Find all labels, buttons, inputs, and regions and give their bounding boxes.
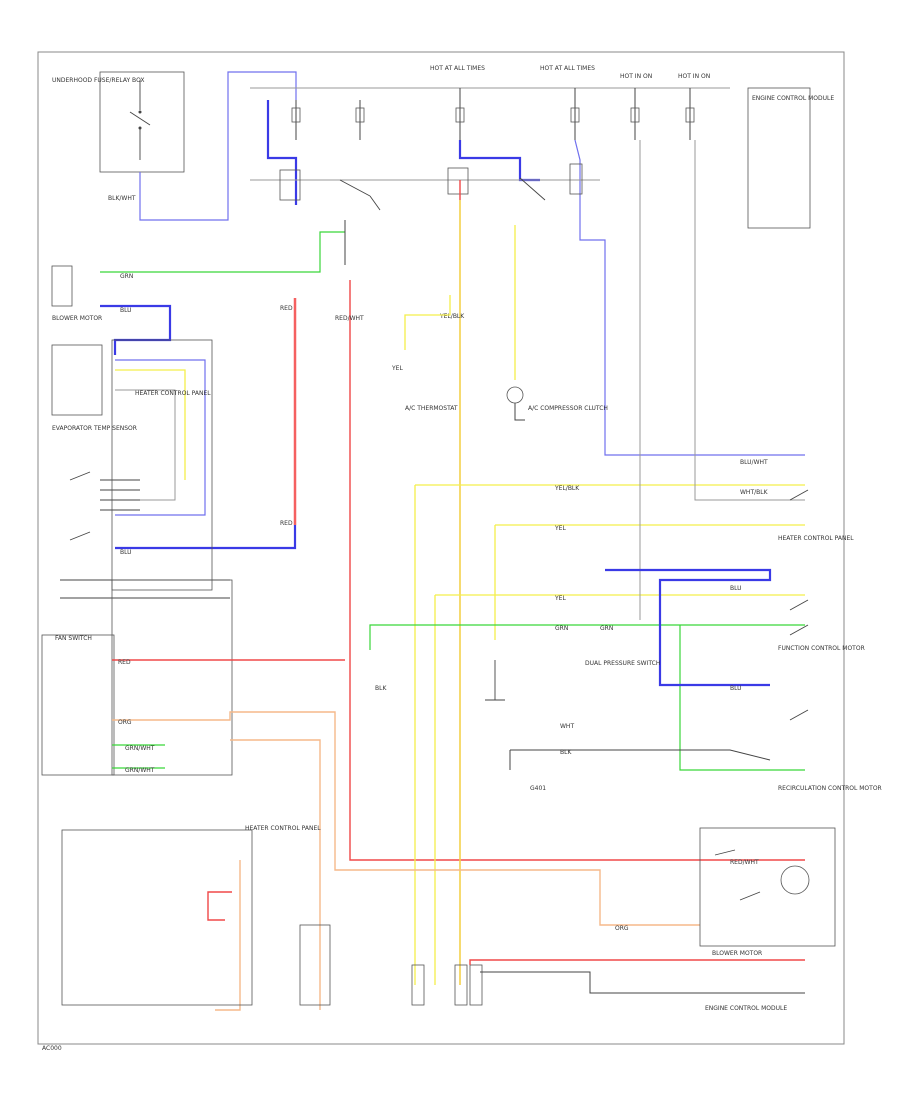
fuse-box-label: UNDERHOOD FUSE/RELAY BOX xyxy=(52,77,145,84)
relay-2 xyxy=(447,163,583,201)
blower-component xyxy=(51,344,103,416)
ac-clutch-label: A/C COMPRESSOR CLUTCH xyxy=(528,405,608,412)
bottom-right-symbol xyxy=(714,849,810,901)
bottom-left-box xyxy=(61,829,253,1006)
wire-label: GRN xyxy=(555,625,568,632)
wire-red-bottom xyxy=(469,959,805,965)
heater-ctrl-box-1 xyxy=(111,339,213,591)
wire-red-center xyxy=(349,280,805,861)
wire-label: BLU xyxy=(120,307,132,314)
wire-label: GRN/WHT xyxy=(125,745,155,752)
heater-ctrl-label-3: HEATER CONTROL PANEL xyxy=(245,825,321,832)
wire-label: BLU xyxy=(730,585,742,592)
right-switches xyxy=(789,489,809,721)
wire-blk-bottom xyxy=(480,971,805,994)
wire-label: BLK xyxy=(560,749,572,756)
wire-yel-left xyxy=(115,369,186,480)
wire-label: WHT/BLK xyxy=(740,489,769,496)
wire-blu-left xyxy=(100,304,172,355)
wire-label: YEL/BLK xyxy=(439,313,465,320)
wire-grn-right xyxy=(679,625,805,771)
pressure-switch-label: DUAL PRESSURE SWITCH xyxy=(585,660,660,667)
wire-label: RED xyxy=(118,659,131,666)
wire-label: RED/WHT xyxy=(730,859,759,866)
wire-label: ORG xyxy=(615,925,629,932)
wire-label: GRN xyxy=(120,273,133,280)
heater-ctrl-label-1: HEATER CONTROL PANEL xyxy=(135,390,211,397)
hot-label-1: HOT AT ALL TIMES xyxy=(430,65,485,72)
wire-org-lower-3 xyxy=(215,860,241,1011)
wire-org-lower-left xyxy=(112,711,700,926)
note-box-label: ENGINE CONTROL MODULE xyxy=(752,95,834,102)
wire-label: GRN/WHT xyxy=(125,767,155,774)
ground-label: G401 xyxy=(530,785,546,792)
wire-label: BLU xyxy=(120,549,132,556)
wire-label: RED xyxy=(280,520,293,527)
wire-grey-left xyxy=(115,389,176,501)
diagram-frame xyxy=(37,51,845,1045)
function-control-label: FUNCTION CONTROL MOTOR xyxy=(778,645,865,652)
note-box xyxy=(747,87,811,229)
wire-org-lower-2 xyxy=(230,739,321,1010)
footer-code: AC000 xyxy=(42,1045,62,1052)
ac-clutch-symbol xyxy=(506,386,525,421)
wire-label: RED/WHT xyxy=(335,315,364,322)
wire-grn-lower-left xyxy=(112,744,165,769)
bottom-right-label: BLOWER MOTOR xyxy=(712,950,762,957)
thermostat-label: A/C THERMOSTAT xyxy=(405,405,458,412)
fuse-symbols xyxy=(291,107,695,123)
wire-blk-lower-left xyxy=(60,579,230,599)
bottom-connector-1 xyxy=(299,924,483,1006)
hot-label-2: HOT AT ALL TIMES xyxy=(540,65,595,72)
heater-ctrl-label-2: HEATER CONTROL PANEL xyxy=(778,535,854,542)
hot-label-3: HOT IN ON xyxy=(620,73,652,80)
fuse-box-component: UNDERHOOD FUSE/RELAY BOX xyxy=(52,71,185,173)
wire-blu-relay-2 xyxy=(458,140,540,182)
wire-grn-top xyxy=(100,231,345,273)
evap-label: EVAPORATOR TEMP SENSOR xyxy=(52,425,137,432)
relay-1 xyxy=(279,169,381,211)
wire-label: YEL xyxy=(554,525,566,532)
wire-blu-to-red xyxy=(115,525,297,550)
left-switch-cluster xyxy=(69,471,140,541)
bottom-right-box xyxy=(699,827,836,947)
fan-switch-label: FAN SWITCH xyxy=(55,635,92,642)
wire-label: RED xyxy=(280,305,293,312)
wire-blu-top xyxy=(139,71,297,221)
hot-label-4: HOT IN ON xyxy=(678,73,710,80)
wire-blu-right-lower xyxy=(605,568,772,687)
wire-label: WHT xyxy=(560,723,574,730)
wire-label: BLU/WHT xyxy=(740,459,768,466)
wire-blk-lower-center xyxy=(509,749,771,770)
wire-blu-thin-left xyxy=(115,359,206,516)
blower-label: BLOWER MOTOR xyxy=(52,315,102,322)
left-square-component xyxy=(51,265,73,307)
left-lower-component xyxy=(41,634,115,776)
bottom-note: ENGINE CONTROL MODULE xyxy=(705,1005,787,1012)
wire-blu-relay xyxy=(266,100,298,205)
wire-red-small xyxy=(207,891,232,921)
wire-label: YEL xyxy=(391,365,403,372)
pressure-switch-symbol xyxy=(485,660,505,701)
wire-label: YEL/BLK xyxy=(554,485,580,492)
wire-blu-relay-3 xyxy=(574,139,805,456)
wire-label: YEL xyxy=(554,595,566,602)
recirc-motor-label: RECIRCULATION CONTROL MOTOR xyxy=(778,785,882,792)
wire-grey-right xyxy=(639,140,805,620)
heater-ctrl-box-2 xyxy=(111,579,233,776)
wire-label: ORG xyxy=(118,719,132,726)
wire-label: BLK xyxy=(375,685,387,692)
wire-yel-short xyxy=(404,295,451,350)
wire-label: BLK/WHT xyxy=(108,195,136,202)
wire-label: GRN xyxy=(600,625,613,632)
wire-label: BLU xyxy=(730,685,742,692)
